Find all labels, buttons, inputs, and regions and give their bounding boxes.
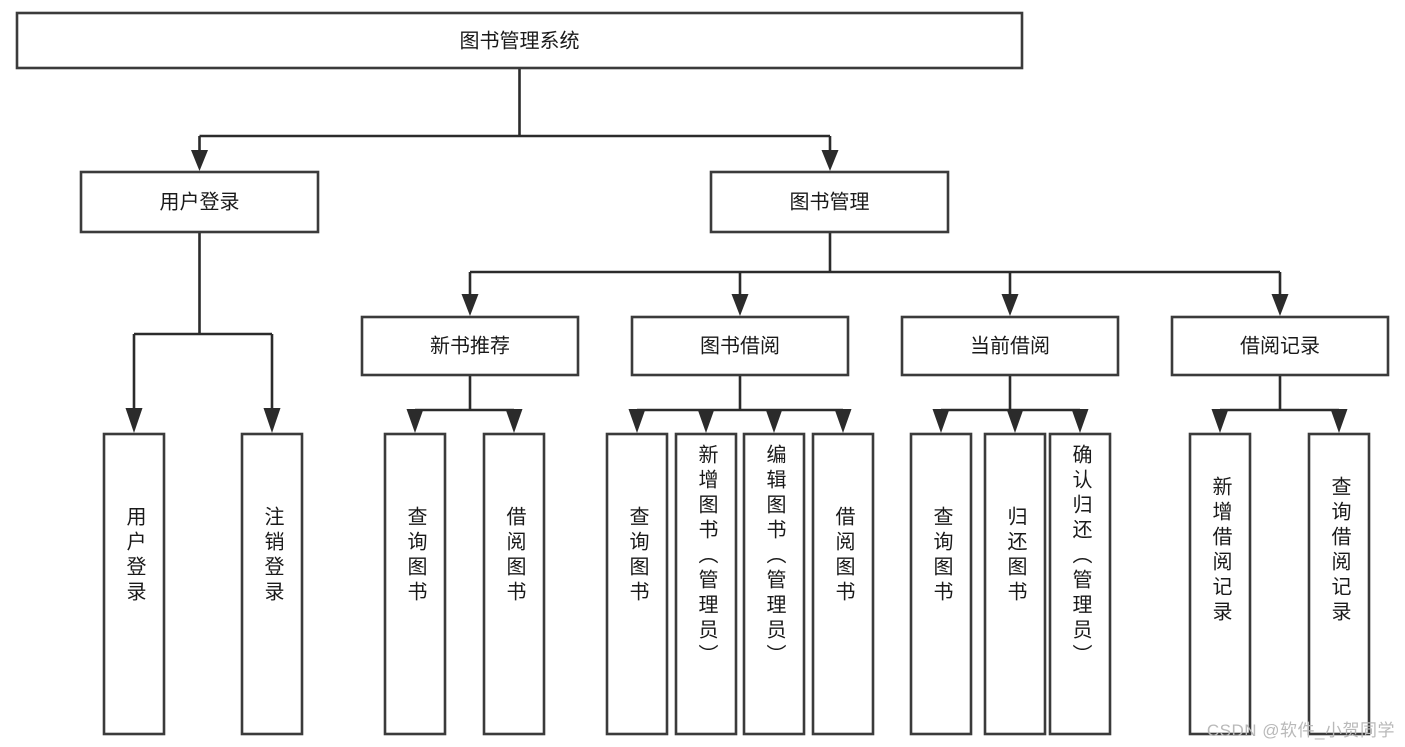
node-borrow-record[interactable]: 借阅记录 — [1170, 315, 1390, 377]
node-user-login-label: 用户登录 — [160, 190, 240, 213]
leaf-box-query-book-2[interactable] — [605, 432, 669, 736]
connector-borrowrecord-to-leaves — [1211, 375, 1348, 433]
node-current-borrow-box[interactable] — [900, 315, 1120, 377]
node-current-borrow[interactable]: 当前借阅 — [900, 315, 1120, 377]
leaf-box-add-record[interactable] — [1188, 432, 1252, 736]
leaf-box-confirm-return[interactable] — [1048, 432, 1112, 736]
node-current-borrow-label: 当前借阅 — [970, 334, 1050, 357]
csdn-watermark: CSDN @软件_小贺同学 — [1206, 721, 1395, 740]
leaf-boxes — [102, 432, 1371, 736]
leaf-box-borrow-book-1[interactable] — [482, 432, 546, 736]
node-book-borrow-label: 图书借阅 — [700, 334, 780, 357]
connector-userlogin-to-leaves — [125, 232, 281, 433]
node-book-borrow-box[interactable] — [630, 315, 850, 377]
node-book-management-box[interactable] — [709, 170, 950, 234]
leaf-box-edit-book[interactable] — [742, 432, 806, 736]
node-book-management-label: 图书管理 — [790, 190, 870, 213]
node-new-book-recommend-box[interactable] — [360, 315, 580, 377]
leaf-box-query-book-3[interactable] — [909, 432, 973, 736]
leaf-box-logout[interactable] — [240, 432, 304, 736]
connector-bookmgmt-to-level3 — [461, 232, 1289, 316]
node-borrow-record-box[interactable] — [1170, 315, 1390, 377]
node-root-label: 图书管理系统 — [460, 29, 580, 52]
leaf-box-borrow-book-2[interactable] — [811, 432, 875, 736]
node-root[interactable]: 图书管理系统 — [15, 11, 1024, 70]
node-book-management[interactable]: 图书管理 — [709, 170, 950, 234]
node-borrow-record-label: 借阅记录 — [1240, 334, 1320, 357]
node-user-login[interactable]: 用户登录 — [79, 170, 320, 234]
node-new-book-recommend[interactable]: 新书推荐 — [360, 315, 580, 377]
node-user-login-box[interactable] — [79, 170, 320, 234]
leaf-box-return-book[interactable] — [983, 432, 1047, 736]
connector-root-to-level2 — [191, 68, 839, 171]
leaf-box-user-login[interactable] — [102, 432, 166, 736]
node-new-book-recommend-label: 新书推荐 — [430, 334, 510, 357]
node-root-box[interactable] — [15, 11, 1024, 70]
connector-currentborrow-to-leaves — [932, 375, 1089, 433]
leaf-box-query-record[interactable] — [1307, 432, 1371, 736]
leaf-box-query-book-1[interactable] — [383, 432, 447, 736]
leaf-box-add-book[interactable] — [674, 432, 738, 736]
node-book-borrow[interactable]: 图书借阅 — [630, 315, 850, 377]
connector-bookborrow-to-leaves — [628, 375, 852, 433]
connector-newbook-to-leaves — [406, 375, 523, 433]
